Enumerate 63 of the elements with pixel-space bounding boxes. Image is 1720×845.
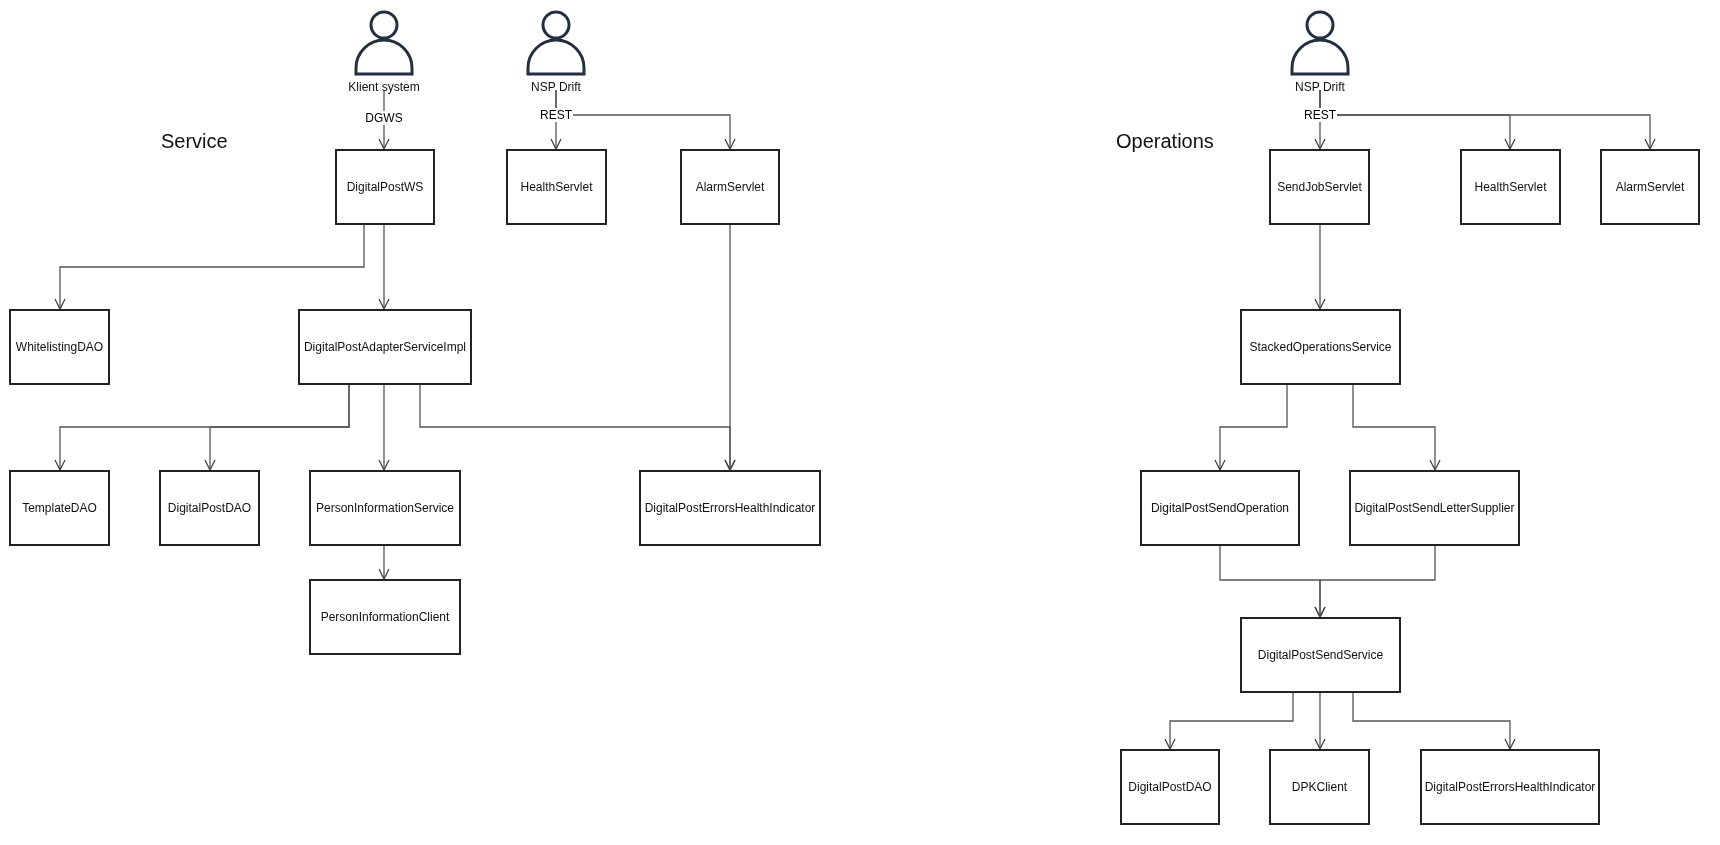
section-title: Operations <box>1116 130 1214 153</box>
component-label: HealthServlet <box>1474 180 1547 194</box>
component-label: DigitalPostAdapterServiceImpl <box>303 340 467 354</box>
component-label: DigitalPostErrorsHealthIndicator <box>1424 780 1596 794</box>
component-box <box>298 309 472 385</box>
component-box <box>1269 749 1370 825</box>
edge-label: DGWS <box>364 111 404 125</box>
component-box <box>9 309 110 385</box>
arrow <box>1352 384 1441 471</box>
component-label: DigitalPostSendService <box>1257 648 1384 662</box>
component-label: WhitelistingDAO <box>15 340 104 354</box>
component-label: TemplateDAO <box>22 501 97 515</box>
edge-label: REST <box>539 108 573 122</box>
arrow <box>1214 384 1288 471</box>
arrow <box>1164 692 1294 750</box>
component-box <box>1269 149 1370 225</box>
component-box <box>1120 749 1220 825</box>
arrow <box>378 224 390 310</box>
arrow <box>1319 89 1656 150</box>
component-box <box>159 470 260 546</box>
component-box <box>1349 470 1520 546</box>
arrow <box>378 545 390 580</box>
component-label: SendJobServlet <box>1277 180 1362 194</box>
actor-label: NSP Drift <box>1294 80 1346 94</box>
section-title: Service <box>161 130 228 153</box>
arrow <box>1314 545 1436 618</box>
arrow <box>724 224 736 471</box>
actor-label: NSP Drift <box>530 80 582 94</box>
component-label: DigitalPostErrorsHealthIndicator <box>644 501 816 515</box>
component-label: DigitalPostWS <box>346 180 424 194</box>
component-box <box>680 149 780 225</box>
arrow <box>1352 692 1516 750</box>
component-label: DigitalPostSendOperation <box>1150 501 1290 515</box>
component-box <box>1460 149 1561 225</box>
arrow <box>1314 224 1326 310</box>
component-label: DigitalPostDAO <box>1128 780 1212 794</box>
component-label: DPKClient <box>1291 780 1348 794</box>
arrow <box>555 89 736 150</box>
component-box <box>309 470 461 546</box>
component-box <box>1420 749 1600 825</box>
component-label: AlarmServlet <box>1615 180 1685 194</box>
component-box <box>9 470 110 546</box>
actor-label: Klient system <box>347 80 421 94</box>
component-label: PersonInformationClient <box>320 610 450 624</box>
edge-label: REST <box>1303 108 1337 122</box>
arrow <box>1314 692 1326 750</box>
arrow <box>378 384 390 471</box>
component-box <box>1240 617 1401 693</box>
component-label: StackedOperationsService <box>1249 340 1392 354</box>
component-label: PersonInformationService <box>315 501 455 515</box>
component-label: DigitalPostSendLetterSupplier <box>1354 501 1515 515</box>
component-box <box>309 579 461 655</box>
component-box <box>1140 470 1300 546</box>
arrow <box>54 224 365 310</box>
component-box <box>335 149 435 225</box>
arrow <box>204 384 350 471</box>
component-box <box>1240 309 1401 385</box>
component-box <box>506 149 607 225</box>
component-box <box>1600 149 1700 225</box>
component-box <box>639 470 821 546</box>
component-label: DigitalPostDAO <box>167 501 252 515</box>
component-label: HealthServlet <box>520 180 593 194</box>
component-label: AlarmServlet <box>695 180 765 194</box>
